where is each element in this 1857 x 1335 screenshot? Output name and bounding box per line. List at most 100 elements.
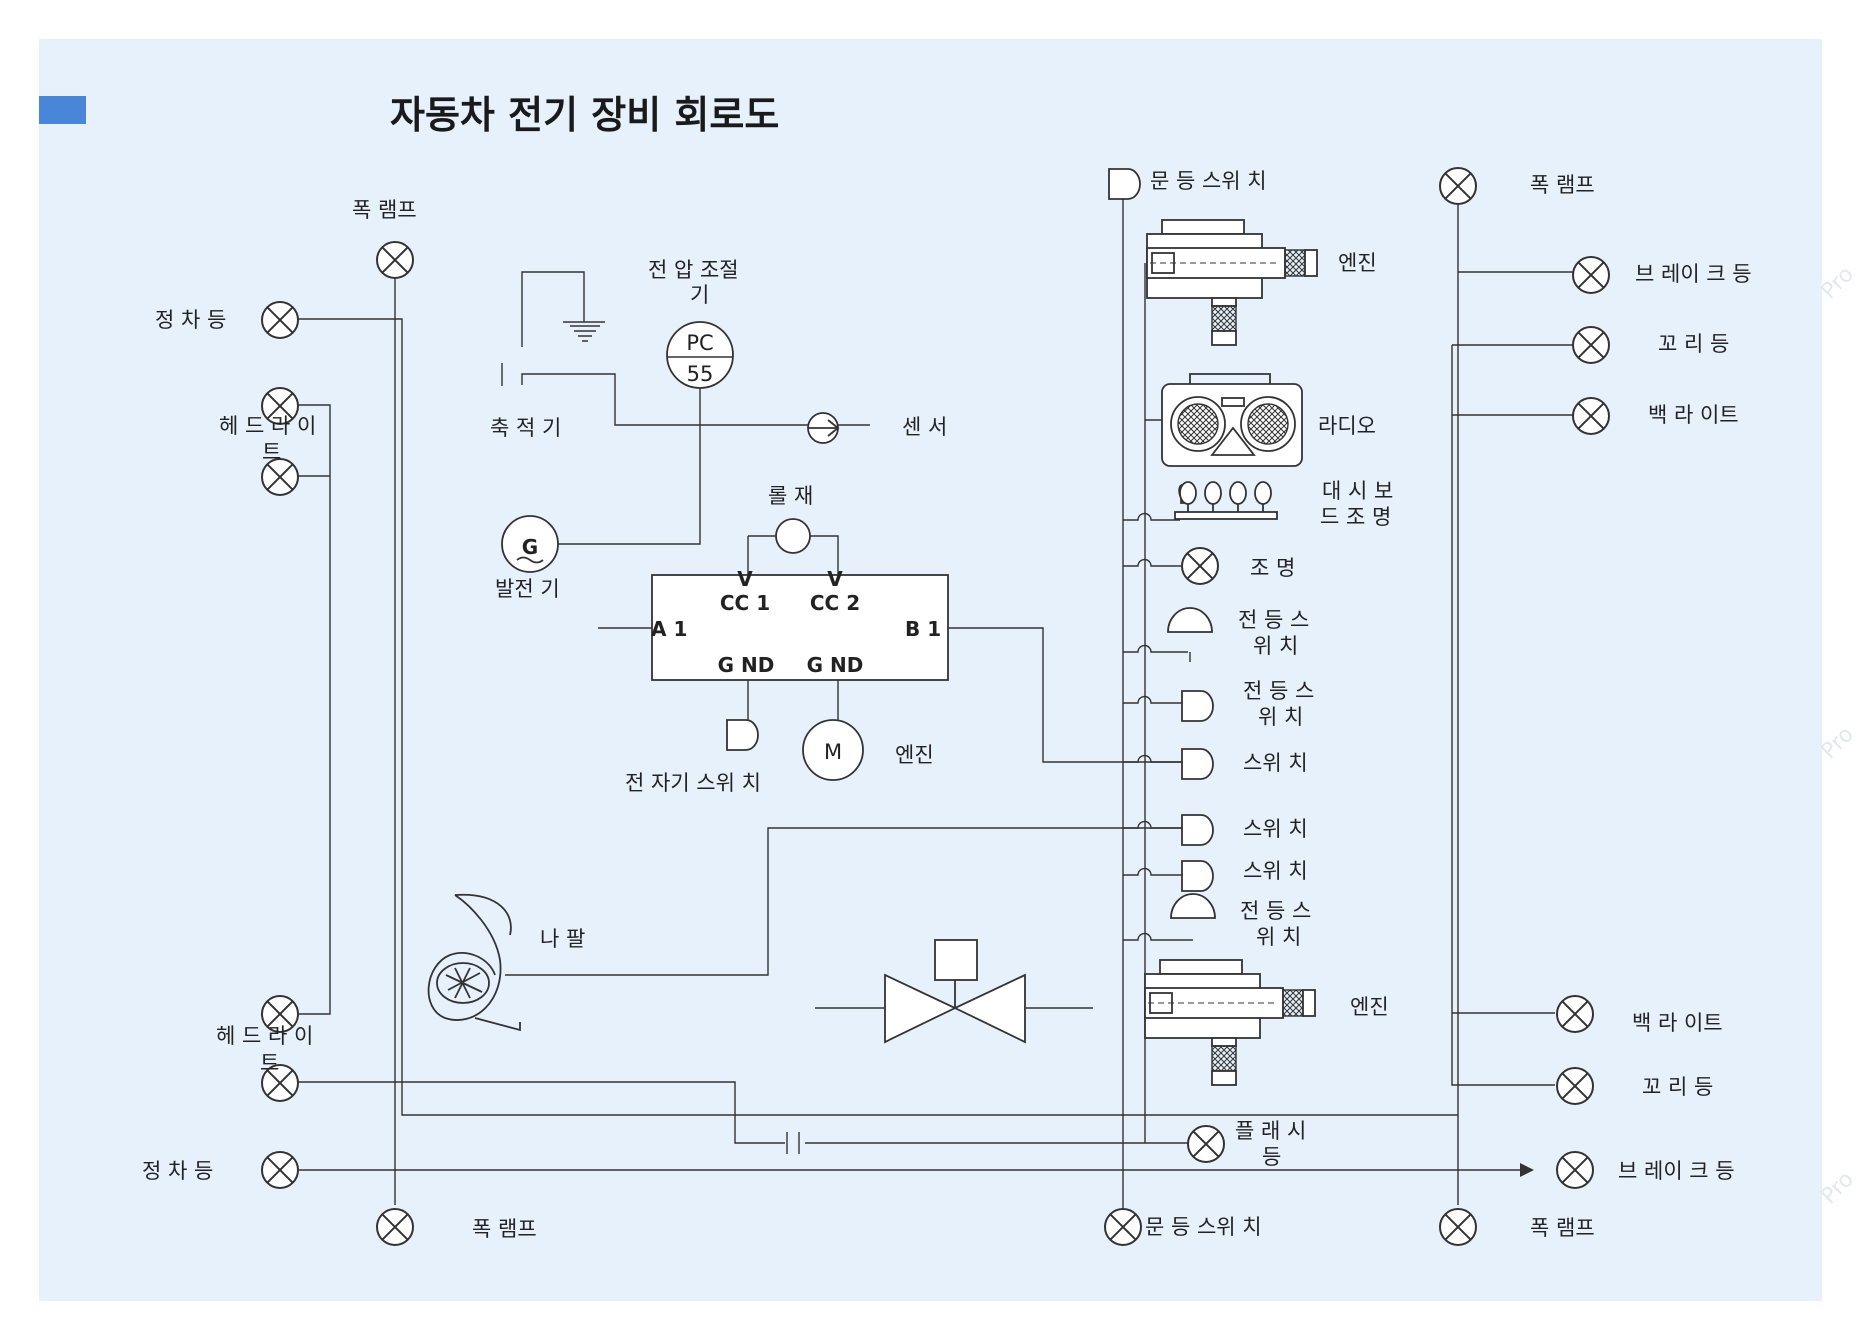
- wires: [298, 195, 1573, 1223]
- tail-light-icon: [1556, 1067, 1594, 1105]
- flash-light-label-1: 플 래 시: [1235, 1119, 1306, 1143]
- dashboard-light-icon: [1174, 481, 1278, 520]
- generator-label: 발전 기: [495, 577, 560, 601]
- valve-icon: [884, 939, 1026, 1044]
- pc-bottom-label: 55: [687, 362, 714, 386]
- brake-light-top-label: 브 레이 크 등: [1635, 262, 1752, 286]
- lamp-switch-3-label-a: 전 등 스: [1240, 899, 1311, 923]
- fog-lamp-icon: [376, 241, 414, 279]
- door-lamp-icon: [1104, 1208, 1142, 1246]
- radio-label: 라디오: [1318, 414, 1376, 438]
- solenoid-switch-icon: [726, 719, 759, 751]
- switch-icon: [1181, 814, 1214, 846]
- chip-cc1-label: CC 1: [720, 591, 770, 615]
- watermark: Pro: [1817, 262, 1857, 304]
- watermark: Pro: [1817, 722, 1857, 764]
- engine-icon: [1146, 219, 1318, 346]
- fog-lamp-top-left-label: 폭 램프: [352, 198, 417, 222]
- motor-m-label: M: [824, 740, 842, 764]
- chip-gnd2-label: G ND: [807, 653, 864, 677]
- lamp-switch-3-label-b: 위 치: [1256, 925, 1301, 949]
- solenoid-switch-label: 전 자기 스위 치: [625, 771, 761, 795]
- horn-icon: [427, 893, 521, 1032]
- generator-icon: G: [501, 515, 559, 573]
- switch-2-label: 스위 치: [1243, 817, 1308, 841]
- engine-bottom-label: 엔진: [1350, 995, 1389, 1019]
- chip-cc2-label: CC 2: [810, 591, 860, 615]
- fog-lamp-icon: [1439, 1208, 1477, 1246]
- headlight-icon: [261, 458, 299, 496]
- fog-lamp-bottom-right-label: 폭 램프: [1530, 1216, 1595, 1240]
- switch-3-label: 스위 치: [1243, 859, 1308, 883]
- tail-light-bottom-label: 꼬 리 등: [1642, 1075, 1713, 1099]
- lighting-lamp-icon: [1181, 547, 1219, 585]
- headlight-top-label-1: 헤 드 라 이: [219, 414, 316, 438]
- voltage-regulator-label-1: 전 압 조절: [648, 258, 739, 282]
- labels: 폭 램프 정 차 등 헤 드 라 이 트 축 적 기 전 압 조절 기 센 서 …: [142, 169, 1752, 1241]
- flash-light-label-2: 등: [1262, 1145, 1281, 1169]
- parking-light-icon: [261, 301, 299, 339]
- sensor-icon: [807, 412, 840, 444]
- roller-label: 롤 재: [768, 484, 813, 508]
- flash-lamp-icon: [1187, 1125, 1225, 1163]
- backlight-top-label: 백 라 이트: [1648, 403, 1739, 427]
- parking-light-icon: [261, 1151, 299, 1189]
- battery-label: 축 적 기: [490, 416, 561, 440]
- fog-lamp-icon: [1439, 167, 1477, 205]
- dashboard-label-2: 드 조 명: [1320, 505, 1391, 529]
- lighting-label: 조 명: [1250, 556, 1295, 580]
- chip-v2-label: V: [827, 567, 843, 591]
- radio-icon: [1161, 373, 1303, 467]
- switch-icon: [1181, 860, 1214, 892]
- parking-light-bottom-label: 정 차 등: [142, 1159, 213, 1183]
- watermark: Pro: [1817, 1167, 1857, 1209]
- door-switch-icon: [1108, 168, 1141, 200]
- door-switch-top-label: 문 등 스위 치: [1150, 169, 1267, 193]
- headlight-top-label-2: 트: [262, 440, 281, 464]
- accent-tab: [39, 96, 86, 124]
- door-switch-bottom-label: 문 등 스위 치: [1145, 1215, 1262, 1239]
- generator-g-label: G: [522, 535, 538, 559]
- backlight-bottom-label: 백 라 이트: [1632, 1011, 1723, 1035]
- headlight-bottom-label-1: 헤 드 라 이: [216, 1024, 313, 1048]
- page-title: 자동차 전기 장비 회로도: [390, 93, 779, 137]
- backlight-icon: [1556, 995, 1594, 1033]
- headlight-bottom-label-2: 트: [260, 1051, 279, 1075]
- lamp-switch-2-label-b: 위 치: [1258, 705, 1303, 729]
- switch-1-label: 스위 치: [1243, 751, 1308, 775]
- chip-b1-label: B 1: [905, 617, 941, 641]
- chip-a1-label: A 1: [651, 617, 687, 641]
- parking-light-top-label: 정 차 등: [155, 308, 226, 332]
- pc-top-label: PC: [686, 331, 713, 355]
- switches: [726, 168, 1216, 919]
- lamp-switch-1-label-a: 전 등 스: [1238, 608, 1309, 632]
- fog-lamp-top-right-label: 폭 램프: [1530, 173, 1595, 197]
- dashboard-label-1: 대 시 보: [1322, 479, 1393, 503]
- horn-label: 나 팔: [540, 927, 585, 951]
- brake-light-icon: [1572, 256, 1610, 294]
- voltage-regulator: PC 55: [666, 321, 734, 389]
- engine-motor-label: 엔진: [895, 743, 934, 767]
- backlight-icon: [1572, 397, 1610, 435]
- roller-icon: [775, 518, 811, 554]
- brake-light-icon: [1556, 1151, 1594, 1189]
- lamp-switch-icon: [1181, 690, 1214, 722]
- lamp-switch-dome-icon: [1167, 607, 1213, 633]
- voltage-regulator-label-2: 기: [690, 283, 709, 307]
- tail-light-top-label: 꼬 리 등: [1658, 332, 1729, 356]
- sensor-label: 센 서: [902, 415, 947, 439]
- fog-lamp-icon: [376, 1208, 414, 1246]
- watermark-group: Pro Pro Pro: [1817, 262, 1857, 1209]
- tail-light-icon: [1572, 326, 1610, 364]
- engine-top-label: 엔진: [1338, 251, 1377, 275]
- lamp-switch-1-label-b: 위 치: [1253, 634, 1298, 658]
- fog-lamp-bottom-left-label: 폭 램프: [472, 1217, 537, 1241]
- chip-v1-label: V: [737, 567, 753, 591]
- brake-light-bottom-label: 브 레이 크 등: [1618, 1159, 1735, 1183]
- motor-icon: M: [802, 719, 864, 781]
- lamp-switch-dome-icon: [1170, 893, 1216, 919]
- arrow-head: [1520, 1163, 1534, 1177]
- engine-icon: [1144, 959, 1316, 1086]
- chip-gnd1-label: G ND: [718, 653, 775, 677]
